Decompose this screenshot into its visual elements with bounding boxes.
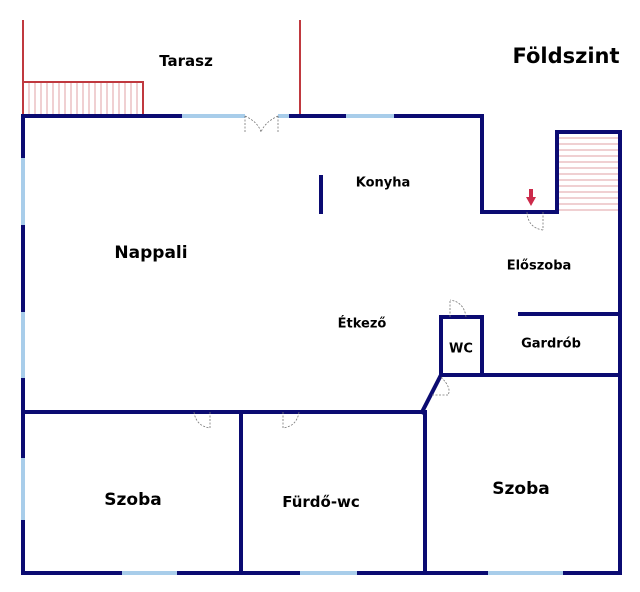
entrance-door xyxy=(526,211,544,231)
room-label-bathroom: Fürdő-wc xyxy=(282,493,360,511)
bathroom-door xyxy=(282,411,300,429)
entrance-stairs xyxy=(559,137,618,211)
room-label-wc: WC xyxy=(449,341,473,357)
room-label-terrace: Tarasz xyxy=(159,52,213,70)
doors xyxy=(193,115,544,429)
walls xyxy=(21,114,622,575)
room-label-dining: Étkező xyxy=(337,316,387,332)
windows xyxy=(21,114,563,575)
room-label-living: Nappali xyxy=(114,243,188,263)
room-left-door xyxy=(193,411,211,429)
terrace-railing xyxy=(22,20,301,116)
terrace-stairs xyxy=(28,83,138,114)
floor-title: Földszint xyxy=(512,44,620,68)
hall-door xyxy=(432,376,450,396)
entrance-arrow-icon xyxy=(526,189,536,206)
room-label-wardrobe: Gardrób xyxy=(521,336,581,352)
room-label-room-left: Szoba xyxy=(104,490,162,510)
room-label-hall: Előszoba xyxy=(506,258,572,274)
room-label-kitchen: Konyha xyxy=(355,175,411,191)
terrace-door xyxy=(244,115,279,133)
room-label-room-right: Szoba xyxy=(492,479,550,499)
wc-door xyxy=(449,299,467,318)
